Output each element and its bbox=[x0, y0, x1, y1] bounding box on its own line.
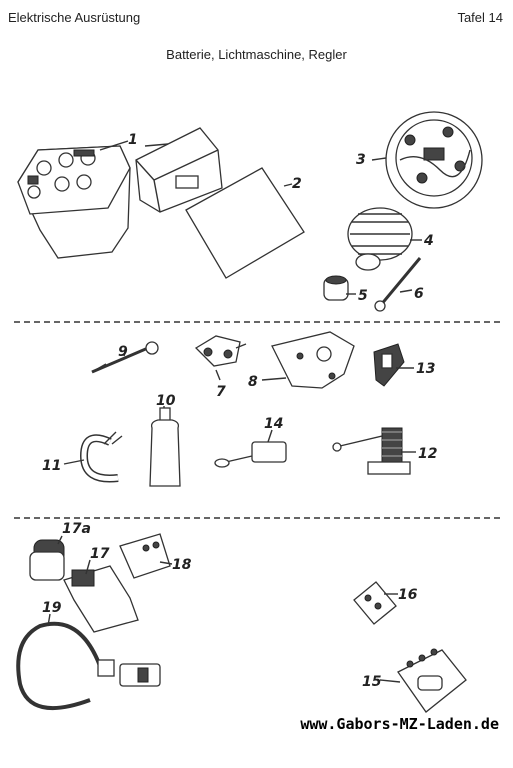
battery-drawing bbox=[17, 145, 131, 259]
part-number-5: 5 bbox=[358, 288, 368, 304]
capacitor-drawing bbox=[214, 441, 287, 468]
part-number-9: 9 bbox=[118, 344, 128, 360]
part-number-16: 16 bbox=[398, 587, 418, 603]
part-number-18: 18 bbox=[172, 557, 192, 573]
part-number-8: 8 bbox=[248, 374, 258, 390]
part-number-17: 17 bbox=[90, 546, 110, 562]
part-numbers: 1 2 3 4 5 6 9 7 8 13 10 14 11 12 17a 17 … bbox=[42, 132, 437, 690]
part-number-15: 15 bbox=[362, 674, 382, 690]
part-number-3: 3 bbox=[356, 152, 366, 168]
website-url: www.Gabors-MZ-Laden.de bbox=[300, 715, 499, 733]
part-number-10: 10 bbox=[156, 393, 176, 409]
plate-number: Tafel 14 bbox=[457, 10, 503, 25]
bearing-drawing bbox=[323, 275, 349, 301]
ignition-coil-drawing bbox=[63, 565, 139, 633]
fuse-cap-drawing bbox=[29, 539, 65, 581]
part-number-2: 2 bbox=[292, 176, 302, 192]
part-number-7: 7 bbox=[216, 384, 226, 400]
battery-strap-drawing bbox=[79, 431, 123, 483]
generator-housing-drawing bbox=[385, 111, 483, 209]
leader-lines bbox=[47, 140, 422, 683]
part-number-12: 12 bbox=[418, 446, 437, 462]
part-number-6: 6 bbox=[414, 286, 424, 302]
brush-holder-drawing bbox=[194, 335, 247, 367]
base-plate-drawing bbox=[271, 331, 355, 389]
part-number-17a: 17a bbox=[62, 521, 91, 537]
section-title: Elektrische Ausrüstung bbox=[8, 10, 141, 25]
part-number-19: 19 bbox=[42, 600, 62, 616]
field-coil-drawing bbox=[332, 427, 411, 475]
ignition-cable-drawing bbox=[16, 621, 161, 710]
part-number-14: 14 bbox=[264, 416, 283, 432]
wire-clip-drawing bbox=[91, 341, 159, 374]
part-number-1: 1 bbox=[128, 132, 138, 148]
part-number-13: 13 bbox=[416, 361, 435, 377]
contact-breaker-drawing bbox=[373, 343, 405, 387]
terminal-block-drawing bbox=[353, 581, 397, 625]
part-number-11: 11 bbox=[42, 458, 61, 474]
armature-drawing bbox=[347, 207, 413, 271]
part-number-4: 4 bbox=[423, 233, 434, 249]
through-bolt-drawing bbox=[374, 257, 422, 312]
voltage-regulator-drawing bbox=[397, 648, 467, 713]
rubber-plate-drawing bbox=[185, 167, 305, 279]
plate-subtitle: Batterie, Lichtmaschine, Regler bbox=[166, 47, 347, 62]
rectifier-drawing bbox=[119, 533, 171, 579]
acid-bottle-drawing bbox=[149, 407, 181, 487]
battery-cover-drawing bbox=[135, 127, 223, 213]
